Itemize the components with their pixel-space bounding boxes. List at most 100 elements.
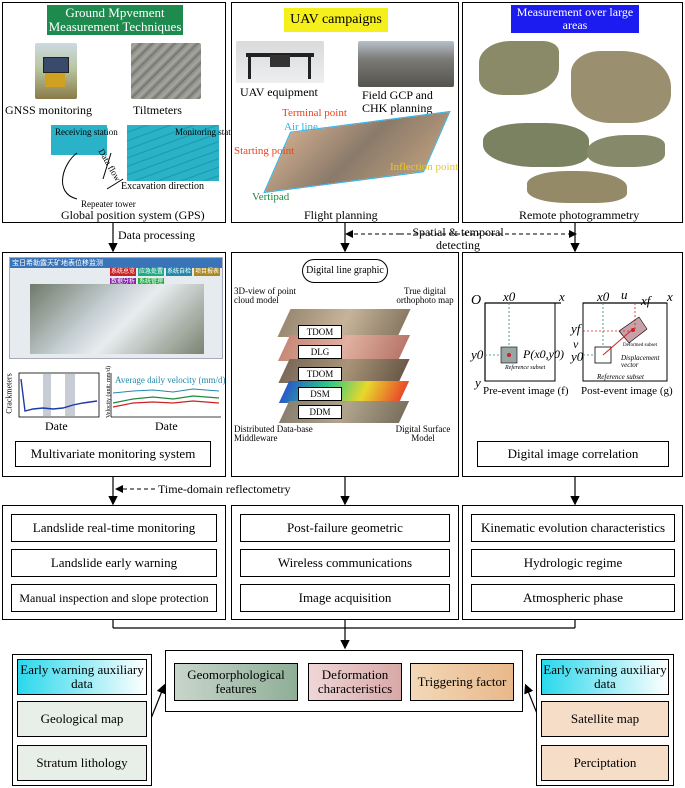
tab-analysis[interactable]: 数据分析 (110, 278, 137, 286)
monitoring-screenshot: 宝日希勒露天矿地表位移监测 系统总览 应急处置 系统自检 项目报表 数据分析 系… (9, 257, 223, 359)
gps-caption: Global position system (GPS) (61, 208, 205, 222)
gnss-photo (35, 43, 77, 99)
post-event-label: Post-event image (g) (581, 385, 673, 397)
origin-label: O (471, 293, 482, 308)
app-early-warning: Landslide early warning (11, 549, 217, 577)
digital-panel: Digital line graphic 3D-view of point cl… (231, 252, 459, 477)
excavation-direction-label: Excavation direction (121, 181, 205, 192)
distributed-label: Distributed Data-base Middleware (234, 424, 313, 444)
dic-panel: O x0 x y0 y P(x0,y0) Reference subset Pr… (462, 252, 683, 477)
true-ortho-label: True digital orthophoto map (396, 286, 454, 306)
receiving-station-label: Receiving station (55, 127, 118, 137)
dlg-title: Digital line graphic (302, 259, 388, 283)
bottom-left-panel: Early warning auxiliary data Geological … (12, 654, 152, 786)
stratum-lithology: Stratum lithology (17, 745, 147, 781)
dic-diagram (484, 302, 668, 382)
u-label: u (621, 287, 628, 302)
monitoring-panel: 宝日希勒露天矿地表位移监测 系统总览 应急处置 系统自检 项目报表 数据分析 系… (2, 252, 226, 477)
data-processing-label: Data processing (118, 228, 195, 242)
deformed-subset-label: Deformed subset (623, 343, 658, 348)
uav-photo (236, 41, 324, 83)
app-post-failure: Post-failure geometric (240, 514, 450, 542)
apps-left-panel: Landslide real-time monitoring Landslide… (2, 505, 226, 620)
region-image-5 (527, 171, 627, 203)
date-label-2: Date (155, 419, 178, 433)
y-left-label: y (475, 375, 481, 390)
region-image-1 (479, 41, 559, 95)
app-manual-inspection: Manual inspection and slope protection (11, 584, 217, 612)
region-image-4 (587, 135, 665, 167)
tiltmeter-photo (131, 43, 201, 99)
app-atmospheric: Atmospheric phase (471, 584, 675, 612)
time-domain-label: Time-domain reflectometry (158, 482, 291, 496)
tdom-tag-1: TDOM (298, 325, 342, 339)
solar-panel-icon (43, 57, 69, 73)
app-realtime-monitoring: Landslide real-time monitoring (11, 514, 217, 542)
gps-arrows (62, 152, 124, 200)
perciptation: Perciptation (541, 745, 669, 781)
ref-subset-right-label: Reference subset (597, 373, 644, 381)
apps-center-panel: Post-failure geometric Wireless communic… (231, 505, 459, 620)
vertipad-label: Vertipad (252, 191, 290, 203)
app-kinematic: Kinematic evolution characteristics (471, 514, 675, 542)
air-line-label: Air line (284, 121, 318, 133)
tab-emergency[interactable]: 应急处置 (138, 268, 165, 276)
y0-right-label: y0 (571, 349, 584, 364)
region-image-3 (483, 123, 589, 167)
geomorphological-features: Geomorphological features (174, 663, 298, 701)
ref-subset-left-label: Reference subset (505, 365, 546, 371)
sensor-charts (18, 372, 221, 418)
pre-event-label: Pre-event image (f) (483, 385, 569, 397)
field-photo (358, 41, 454, 87)
remote-caption: Remote photogrammetry (519, 208, 640, 222)
uav-title: UAV campaigns (284, 8, 388, 32)
monitoring-station-block (127, 125, 219, 181)
apps-right-panel: Kinematic evolution characteristics Hydr… (462, 505, 683, 620)
monitoring-station-label: Monitoring station (175, 127, 243, 137)
v-label: v (573, 337, 579, 351)
dsm-tag: DSM (298, 387, 342, 401)
tdom-tag-2: TDOM (298, 367, 342, 381)
app-wireless: Wireless communications (240, 549, 450, 577)
uav-equipment-label: UAV equipment (240, 85, 318, 99)
gnss-box-icon (45, 73, 65, 87)
starting-point-label: Starting point (234, 145, 295, 157)
xf-label: xf (641, 293, 651, 308)
x-left-label: x (559, 289, 565, 304)
tab-reports[interactable]: 项目报表 (194, 268, 221, 276)
terminal-point-label: Terminal point (282, 107, 347, 119)
view3d-label: 3D-view of point cloud model (234, 286, 296, 306)
spatial-temporal-label: Spatial & temporal detecting (412, 225, 504, 253)
bottom-center-panel: Geomorphological features Deformation ch… (165, 650, 523, 712)
remote-panel: Measurement over large areas Remote phot… (462, 2, 683, 223)
tab-overview[interactable]: 系统总览 (110, 268, 137, 276)
tab-management[interactable]: 系统管理 (138, 278, 165, 286)
uav-panel: UAV campaigns UAV equipment Field GCP an… (231, 2, 459, 223)
surface-model-label: Digital Surface Model (395, 424, 451, 444)
monitoring-map (30, 284, 204, 354)
receiving-station-block (51, 125, 107, 155)
displacement-vector-label: Displacement vector (621, 354, 660, 369)
gnss-label: GNSS monitoring (5, 103, 93, 117)
flight-planning-caption: Flight planning (304, 208, 378, 222)
app-hydrologic: Hydrologic regime (471, 549, 675, 577)
y0-left-label: y0 (471, 347, 484, 362)
drone-body-icon (270, 55, 290, 67)
right-aux-header: Early warning auxiliary data (541, 659, 669, 695)
x-right-label: x (667, 289, 673, 304)
yf-label: yf (571, 321, 581, 336)
region-image-2 (571, 51, 671, 123)
tiltmeters-label: Tiltmeters (133, 103, 182, 117)
bottom-right-panel: Early warning auxiliary data Satellite m… (536, 654, 674, 786)
crackmeters-label: Crackmeters (4, 373, 14, 414)
remote-title: Measurement over large areas (511, 5, 639, 33)
dic-caption: Digital image correlation (477, 441, 669, 467)
ddm-tag: DDM (298, 405, 342, 419)
repeater-tower-label: Repeater tower (81, 199, 136, 209)
geological-map: Geological map (17, 701, 147, 737)
inflection-point-label: Inflection point (390, 161, 459, 173)
app-image-acquisition: Image acquisition (240, 584, 450, 612)
tab-selfcheck[interactable]: 系统自检 (166, 268, 193, 276)
triggering-factor: Triggering factor (410, 663, 514, 701)
